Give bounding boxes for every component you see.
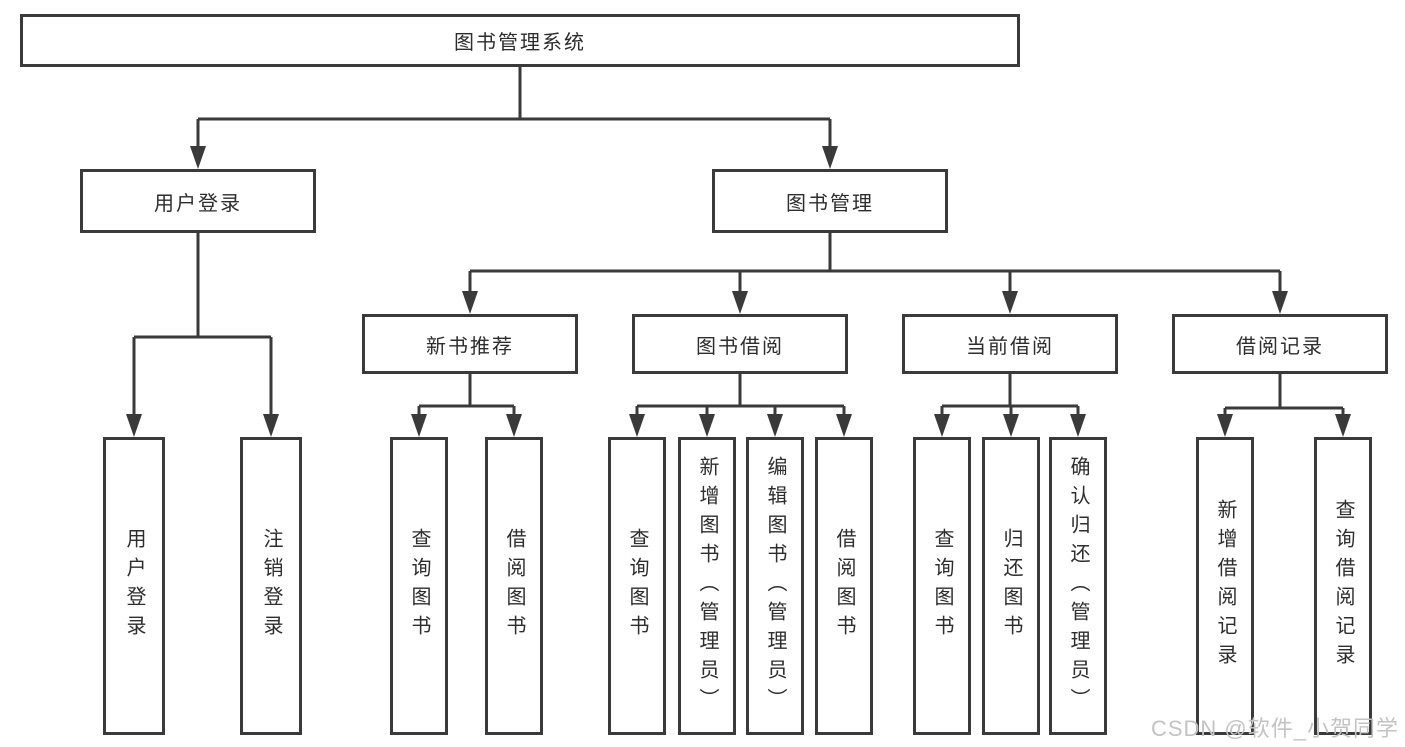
leaf-recommend-query-books: 查询图书: [390, 437, 448, 735]
leaf-current-return-books: 归还图书: [982, 437, 1040, 735]
leaf-user-login: 用户登录: [103, 437, 165, 735]
leaf-borrowing-add-books-admin: 新增图书（管理员）: [678, 437, 736, 735]
node-current-borrowing: 当前借阅: [902, 314, 1118, 374]
leaf-current-confirm-return-admin: 确认归还（管理员）: [1049, 437, 1107, 735]
node-user-login-branch: 用户登录: [80, 169, 316, 233]
leaf-logout: 注销登录: [240, 437, 302, 735]
leaf-records-query-record: 查询借阅记录: [1314, 437, 1372, 735]
node-new-book-recommend: 新书推荐: [362, 314, 578, 374]
csdn-watermark: CSDN @软件_小贺同学: [1150, 716, 1399, 741]
leaf-borrowing-edit-books-admin: 编辑图书（管理员）: [746, 437, 804, 735]
node-book-management-branch: 图书管理: [712, 169, 948, 233]
leaf-records-add-record: 新增借阅记录: [1196, 437, 1254, 735]
node-root-system: 图书管理系统: [20, 14, 1020, 67]
leaf-borrowing-borrow-books: 借阅图书: [815, 437, 873, 735]
leaf-recommend-borrow-books: 借阅图书: [485, 437, 543, 735]
node-book-borrowing: 图书借阅: [632, 314, 848, 374]
node-borrow-records: 借阅记录: [1172, 314, 1388, 374]
leaf-borrowing-query-books: 查询图书: [608, 437, 666, 735]
leaf-current-query-books: 查询图书: [913, 437, 971, 735]
